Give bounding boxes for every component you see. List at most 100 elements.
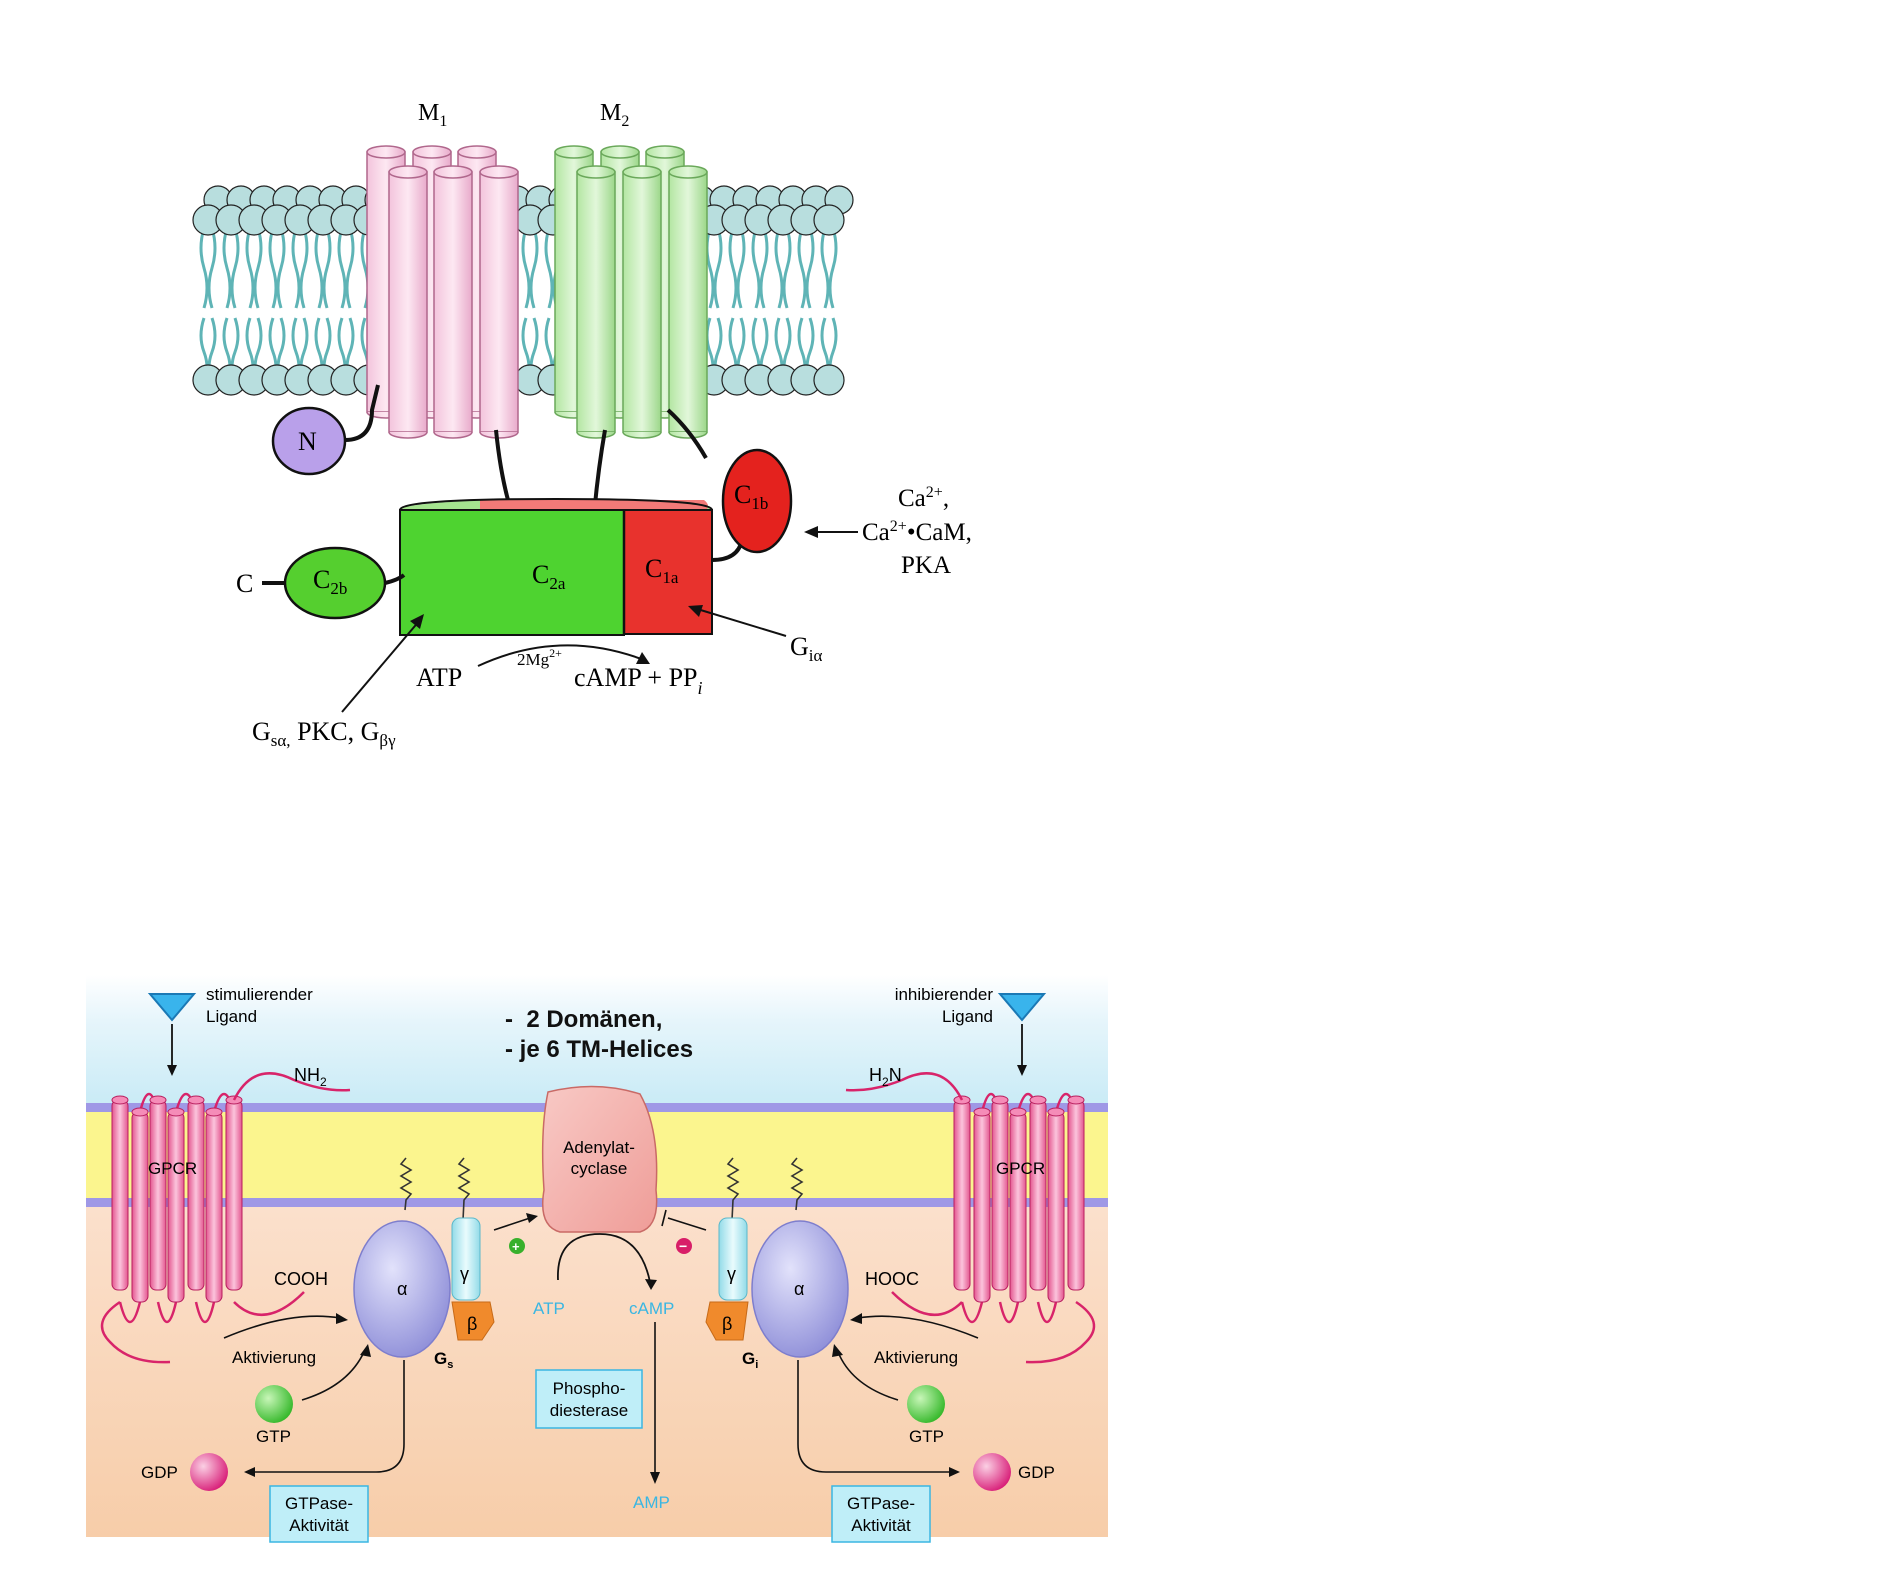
- gtp-right: [907, 1385, 945, 1423]
- gpcr-left-label: GPCR: [148, 1159, 197, 1178]
- plus-sign: [509, 1238, 525, 1254]
- gs-alpha-subunit: [353, 1220, 451, 1358]
- gdp-left: [190, 1453, 228, 1491]
- phosphodiesterase-label-1: Phospho-: [553, 1379, 626, 1398]
- gi-beta-label: β: [722, 1314, 732, 1334]
- atp-label: ATP: [533, 1299, 565, 1318]
- gtp-left-arrow: [301, 1351, 365, 1401]
- stimulating-ligand: [147, 993, 197, 1022]
- m1-helices-back: [366, 145, 497, 419]
- left-activation-arrow: [223, 1315, 341, 1339]
- c1b-label: C1b: [734, 480, 768, 513]
- gtpase-right-label-1: GTPase-: [847, 1494, 915, 1513]
- gia-label: Giα: [790, 632, 823, 665]
- camp-label: cAMP: [629, 1299, 674, 1318]
- nh2-label: NH2: [294, 1065, 327, 1089]
- atp-camp-arc: [557, 1233, 651, 1283]
- gs-alpha-label: α: [397, 1279, 407, 1299]
- m1-linker: [494, 429, 519, 507]
- membrane-inner-line: [86, 1198, 1108, 1207]
- gtp-left-label: GTP: [256, 1427, 291, 1446]
- n-label: N: [298, 427, 317, 456]
- regulator-line2: Ca2+•CaM,: [862, 518, 972, 546]
- domain-note: - 2 Domänen, - je 6 TM-Helices: [505, 1006, 694, 1063]
- gtpase-left-box: [269, 1485, 369, 1543]
- gi-gamma-subunit: [718, 1217, 748, 1301]
- atp-label: ATP: [416, 663, 462, 692]
- left-activation-label: Aktivierung: [232, 1348, 316, 1367]
- lipid-bilayer: [192, 185, 854, 396]
- inhibiting-ligand-label-2: Ligand: [942, 1007, 993, 1026]
- camp-pp-label: cAMP + PPi: [574, 663, 703, 698]
- c1b-linker-helix: [666, 408, 708, 459]
- adenylate-cyclase: [541, 1085, 658, 1233]
- gi-inhibition-line: [667, 1217, 707, 1231]
- inhibiting-ligand-label-1: inhibierender: [895, 985, 994, 1004]
- gs-beta-subunit: [451, 1301, 495, 1341]
- gs-label: Gs: [434, 1349, 453, 1371]
- gs-alpha-lipid-anchor: [399, 1157, 413, 1211]
- gi-gamma-lipid-anchor: [726, 1157, 740, 1221]
- adenylate-cyclase-label-1: Adenylat-: [563, 1138, 635, 1157]
- cooh-label: COOH: [274, 1269, 328, 1289]
- gi-alpha-subunit: [751, 1220, 849, 1358]
- cylinder-outline: [399, 497, 713, 511]
- gtpase-right-box: [831, 1485, 931, 1543]
- c2a-label: C2a: [532, 560, 566, 593]
- gpcr-right: [845, 1072, 1096, 1364]
- c1b-domain: [721, 448, 793, 554]
- mg-label: 2Mg2+: [517, 646, 562, 669]
- gtp-left: [255, 1385, 293, 1423]
- c2b-label: C2b: [313, 565, 347, 598]
- svg-text:−: −: [679, 1238, 687, 1254]
- m2-helices-back: [554, 145, 685, 419]
- gdp-left-arrow: [252, 1360, 405, 1473]
- stimulating-ligand-label-2: Ligand: [206, 1007, 257, 1026]
- gi-beta-subunit: [705, 1301, 749, 1341]
- gs-gamma-lipid-anchor: [457, 1157, 471, 1221]
- gdp-right-arrow: [797, 1360, 952, 1473]
- gs-pkc-label: Gsα, PKC, Gβγ: [252, 717, 396, 750]
- n-terminus-domain: [271, 406, 347, 476]
- gtpase-left-label-2: Aktivität: [289, 1516, 349, 1535]
- gs-gamma-label: γ: [460, 1264, 469, 1284]
- gi-label: Gi: [742, 1349, 758, 1371]
- gi-alpha-label: α: [794, 1279, 804, 1299]
- m1-helices-front: [388, 165, 519, 439]
- cytoplasm: [86, 1207, 1108, 1537]
- phosphodiesterase-box: [535, 1369, 643, 1429]
- phosphodiesterase-label-2: diesterase: [550, 1401, 628, 1420]
- svg-text:+: +: [512, 1239, 520, 1254]
- n-linker: [344, 384, 380, 442]
- gia-arrow: [693, 607, 787, 637]
- right-activation-label: Aktivierung: [874, 1348, 958, 1367]
- gtp-right-label: GTP: [909, 1427, 944, 1446]
- gdp-right: [973, 1453, 1011, 1491]
- c1a-label: C1a: [645, 554, 679, 587]
- gs-beta-label: β: [467, 1314, 477, 1334]
- m2-label: M2: [600, 100, 629, 130]
- c2a-domain-body: [399, 509, 625, 636]
- inhibiting-ligand: [997, 993, 1047, 1022]
- hooc-label: HOOC: [865, 1269, 919, 1289]
- gi-alpha-lipid-anchor: [790, 1157, 804, 1211]
- gs-gamma-subunit: [451, 1217, 481, 1301]
- gs-arrow: [341, 619, 421, 713]
- gdp-right-label: GDP: [1018, 1463, 1055, 1482]
- regulator-line1: Ca2+,: [898, 484, 949, 512]
- adenylyl-cyclase-structure-diagram: M1 M2 N C2a C1a C C2b C1b Ca2+, Ca2+•CaM…: [192, 100, 972, 750]
- membrane-outer-line: [86, 1103, 1108, 1112]
- gdp-left-label: GDP: [141, 1463, 178, 1482]
- stimulating-ligand-label-1: stimulierender: [206, 985, 313, 1004]
- adenylate-cyclase-label-2: cyclase: [571, 1159, 628, 1178]
- amp-label: AMP: [633, 1493, 670, 1512]
- m1-label: M1: [418, 100, 447, 130]
- m2-helices-front: [576, 165, 708, 439]
- right-activation-arrow: [857, 1315, 979, 1339]
- membrane-core: [86, 1105, 1108, 1205]
- c-terminus-label: C: [236, 569, 253, 598]
- gs-stimulation-arrow: [493, 1217, 531, 1231]
- gtpase-right-label-2: Aktivität: [851, 1516, 911, 1535]
- gtp-right-arrow: [837, 1351, 899, 1401]
- gpcr-right-label: GPCR: [996, 1159, 1045, 1178]
